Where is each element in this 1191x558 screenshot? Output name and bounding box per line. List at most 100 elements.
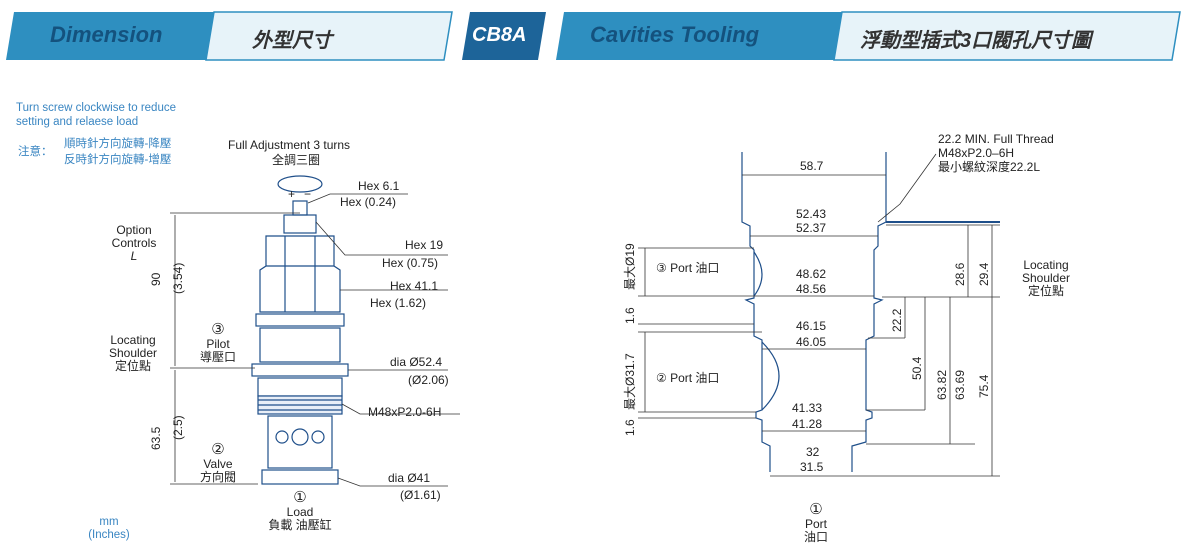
dim-48-56: 48.56	[796, 282, 827, 296]
units-line1: mm	[99, 516, 119, 528]
note-cn-prefix: 注意：	[18, 146, 53, 158]
port1-right-cn: 油口	[803, 530, 828, 544]
hex61-label: Hex 6.1	[358, 179, 400, 193]
hex19-nut	[283, 214, 317, 234]
option-label: Option Controls L	[104, 224, 164, 263]
dia524-label: dia Ø52.4	[390, 355, 443, 369]
dim-75-4: 75.4	[977, 374, 991, 398]
port1-right-num: ①	[809, 501, 823, 518]
port3-left: ③ Pilot 導壓口	[188, 322, 248, 364]
units-label: mm (Inches)	[84, 516, 134, 542]
valve-cartridge	[267, 415, 333, 469]
adjust-rotation-icon	[277, 175, 323, 193]
port3-arc	[753, 251, 763, 297]
port2-left: ② Valve 方向閥	[188, 442, 248, 484]
model-badge	[462, 12, 546, 60]
port3-right: ③ Port 油口	[656, 261, 720, 275]
locating-right-line3: 定位點	[1027, 284, 1064, 298]
port1-left-cn: 負載 油壓缸	[268, 518, 332, 532]
cavity-profile-right	[851, 152, 887, 472]
valve-upper-body	[259, 235, 341, 313]
thread-note-line1: 22.2 MIN. Full Thread	[938, 132, 1054, 146]
thread-note-line3: 最小螺紋深度22.2L	[938, 160, 1041, 174]
note-en-line2: setting and relaese load	[16, 116, 139, 128]
port1-right-en: Port	[804, 517, 827, 531]
locating-left-line1: Locating	[110, 333, 156, 347]
header-banner: Dimension 外型尺寸 CB8A Cavities Tooling 浮動型…	[0, 0, 1191, 72]
thread-label: M48xP2.0-6H	[368, 405, 442, 419]
adjust-label-cn: 全調三圈	[272, 153, 321, 167]
dim90-inch: (3.54)	[171, 262, 185, 294]
hex411-inch: Hex (1.62)	[370, 296, 427, 310]
port2-left-cn: 方向閥	[199, 470, 236, 484]
port3-left-num: ③	[211, 321, 225, 338]
dim-52-37: 52.37	[796, 221, 827, 235]
dimension-title: Dimension	[50, 22, 163, 47]
dim-22-2: 22.2	[890, 308, 904, 332]
cavity-tab-light	[833, 11, 1181, 61]
port3-left-en: Pilot	[206, 337, 230, 351]
cavity-title-cn: 浮動型插式3口閥孔尺寸圖	[860, 30, 1092, 52]
dim-48-62: 48.62	[796, 267, 827, 281]
dim635-inch: (2.5)	[171, 415, 185, 440]
valve-flange	[255, 313, 345, 327]
port2-left-en: Valve	[203, 457, 233, 471]
locating-left: Locating Shoulder 定位點	[98, 334, 168, 373]
option-line1: Option	[116, 223, 152, 237]
cavity-profile-left	[741, 152, 771, 472]
port2-left-num: ②	[211, 441, 225, 458]
minus-sign: −	[304, 187, 312, 201]
port1-left-num: ①	[293, 489, 307, 506]
hex61-inch: Hex (0.24)	[340, 195, 397, 209]
dim-46-05: 46.05	[796, 335, 827, 349]
port2-right: ② Port 油口	[656, 371, 720, 385]
dim-46-15: 46.15	[796, 319, 827, 333]
banner-shapes	[6, 11, 1181, 61]
dim-32: 32	[806, 445, 820, 459]
dim-63-69: 63.69	[953, 369, 967, 400]
note-en-line1: Turn screw clockwise to reduce	[16, 102, 176, 114]
units-line2: (Inches)	[88, 529, 130, 541]
port1-left-en: Load	[286, 505, 314, 519]
locating-left-line2: Shoulder	[108, 346, 158, 360]
dimension-tab-light	[205, 11, 453, 61]
port1-right: ① Port 油口	[786, 502, 846, 544]
cavity-dimension-lines	[638, 153, 1000, 477]
cavity-tab-dark	[556, 12, 842, 60]
dia524-inch: (Ø2.06)	[408, 373, 449, 387]
adjust-label: Full Adjustment 3 turns	[228, 138, 351, 152]
cavity-drawing	[741, 152, 1000, 472]
dim-1-6-lower: 1.6	[623, 419, 637, 436]
option-line3: L	[130, 249, 138, 263]
max-dia-31-7: 最大Ø31.7	[623, 353, 637, 410]
dim-41-28: 41.28	[792, 417, 823, 431]
dim-1-6-upper: 1.6	[623, 307, 637, 324]
port3-left-cn: 導壓口	[199, 350, 236, 364]
model-code: CB8A	[472, 24, 527, 46]
cavity-title: Cavities Tooling	[590, 22, 760, 47]
thread-note-line2: M48xP2.0–6H	[938, 146, 1015, 160]
plus-sign: +	[288, 187, 296, 201]
dim90: 90	[149, 272, 163, 286]
valve-drawing	[251, 175, 349, 485]
dim-50-4: 50.4	[910, 356, 924, 380]
locating-right: Locating Shoulder 定位點	[1010, 259, 1082, 298]
note-cn-line2: 反時針方向旋轉-增壓	[64, 154, 172, 166]
dim-29-4: 29.4	[977, 262, 991, 286]
note-cn-line1: 順時針方向旋轉-降壓	[64, 138, 172, 150]
port1-left: ① Load 負載 油壓缸	[250, 490, 350, 532]
dim-41-33: 41.33	[792, 401, 823, 415]
dim-63-82: 63.82	[935, 369, 949, 400]
valve-nose	[261, 469, 339, 485]
dia41-label: dia Ø41	[388, 471, 431, 485]
dim-31-5: 31.5	[800, 460, 824, 474]
dimension-title-cn: 外型尺寸	[252, 30, 332, 52]
locating-right-line1: Locating	[1023, 258, 1069, 272]
dim635: 63.5	[149, 426, 163, 450]
locating-left-line3: 定位點	[114, 359, 151, 373]
locating-right-line2: Shoulder	[1021, 271, 1071, 285]
dim-52-43: 52.43	[796, 207, 827, 221]
hex411-label: Hex 41.1	[390, 279, 439, 293]
dim-58-7: 58.7	[800, 159, 824, 173]
dimension-tab-dark	[6, 12, 214, 60]
